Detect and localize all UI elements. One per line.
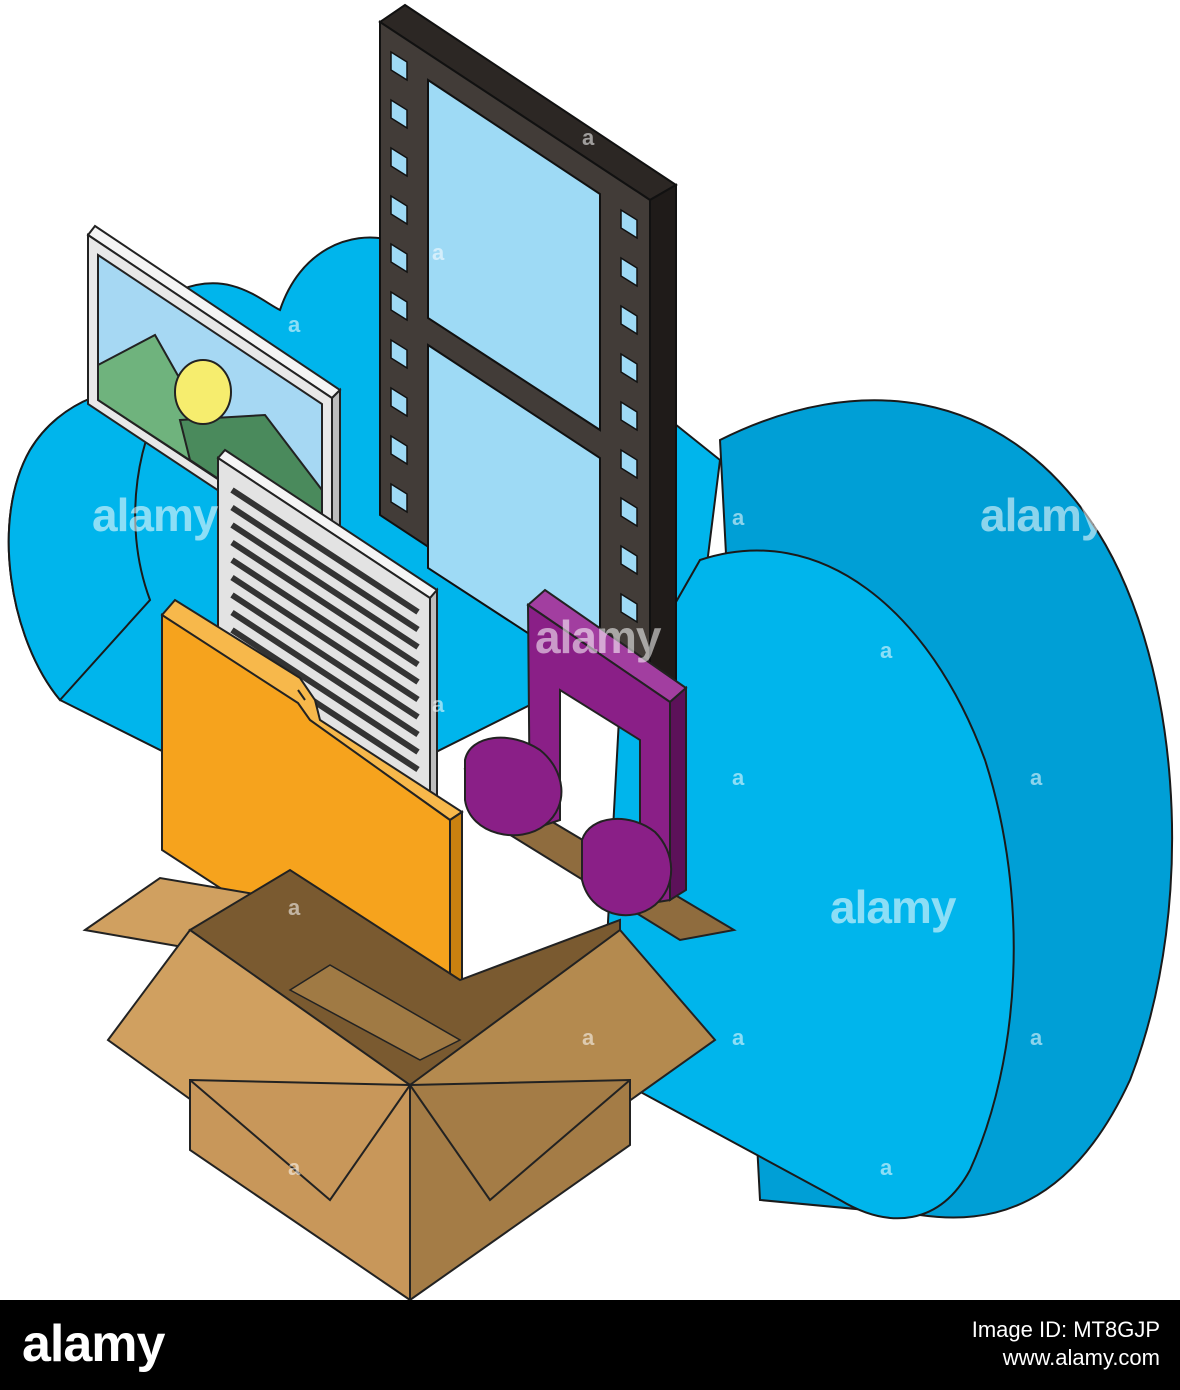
document-text-line xyxy=(230,504,420,633)
document-text-line xyxy=(230,539,420,668)
document-text-line xyxy=(230,487,420,615)
music-note-icon xyxy=(464,588,688,917)
document-text-line xyxy=(230,522,420,650)
cloud-storage-illustration: alamy alamy alamy alamy a a a a a a a a … xyxy=(7,3,1174,1300)
footer-logo: alamy xyxy=(22,1315,165,1373)
stock-footer-bar: alamy Image ID: MT8GJP www.alamy.com xyxy=(0,1300,1180,1390)
cardboard-box-icon xyxy=(82,768,737,1300)
document-text-line xyxy=(230,627,420,755)
image-id-label: Image ID: MT8GJP xyxy=(971,1317,1160,1342)
document-text-line xyxy=(230,557,420,685)
document-text-line xyxy=(230,609,420,738)
document-text-line xyxy=(230,592,420,720)
film-strip-icon xyxy=(378,3,678,695)
document-text-line xyxy=(230,574,420,703)
footer-info: Image ID: MT8GJP www.alamy.com xyxy=(972,1316,1160,1372)
footer-url: www.alamy.com xyxy=(1002,1345,1160,1370)
